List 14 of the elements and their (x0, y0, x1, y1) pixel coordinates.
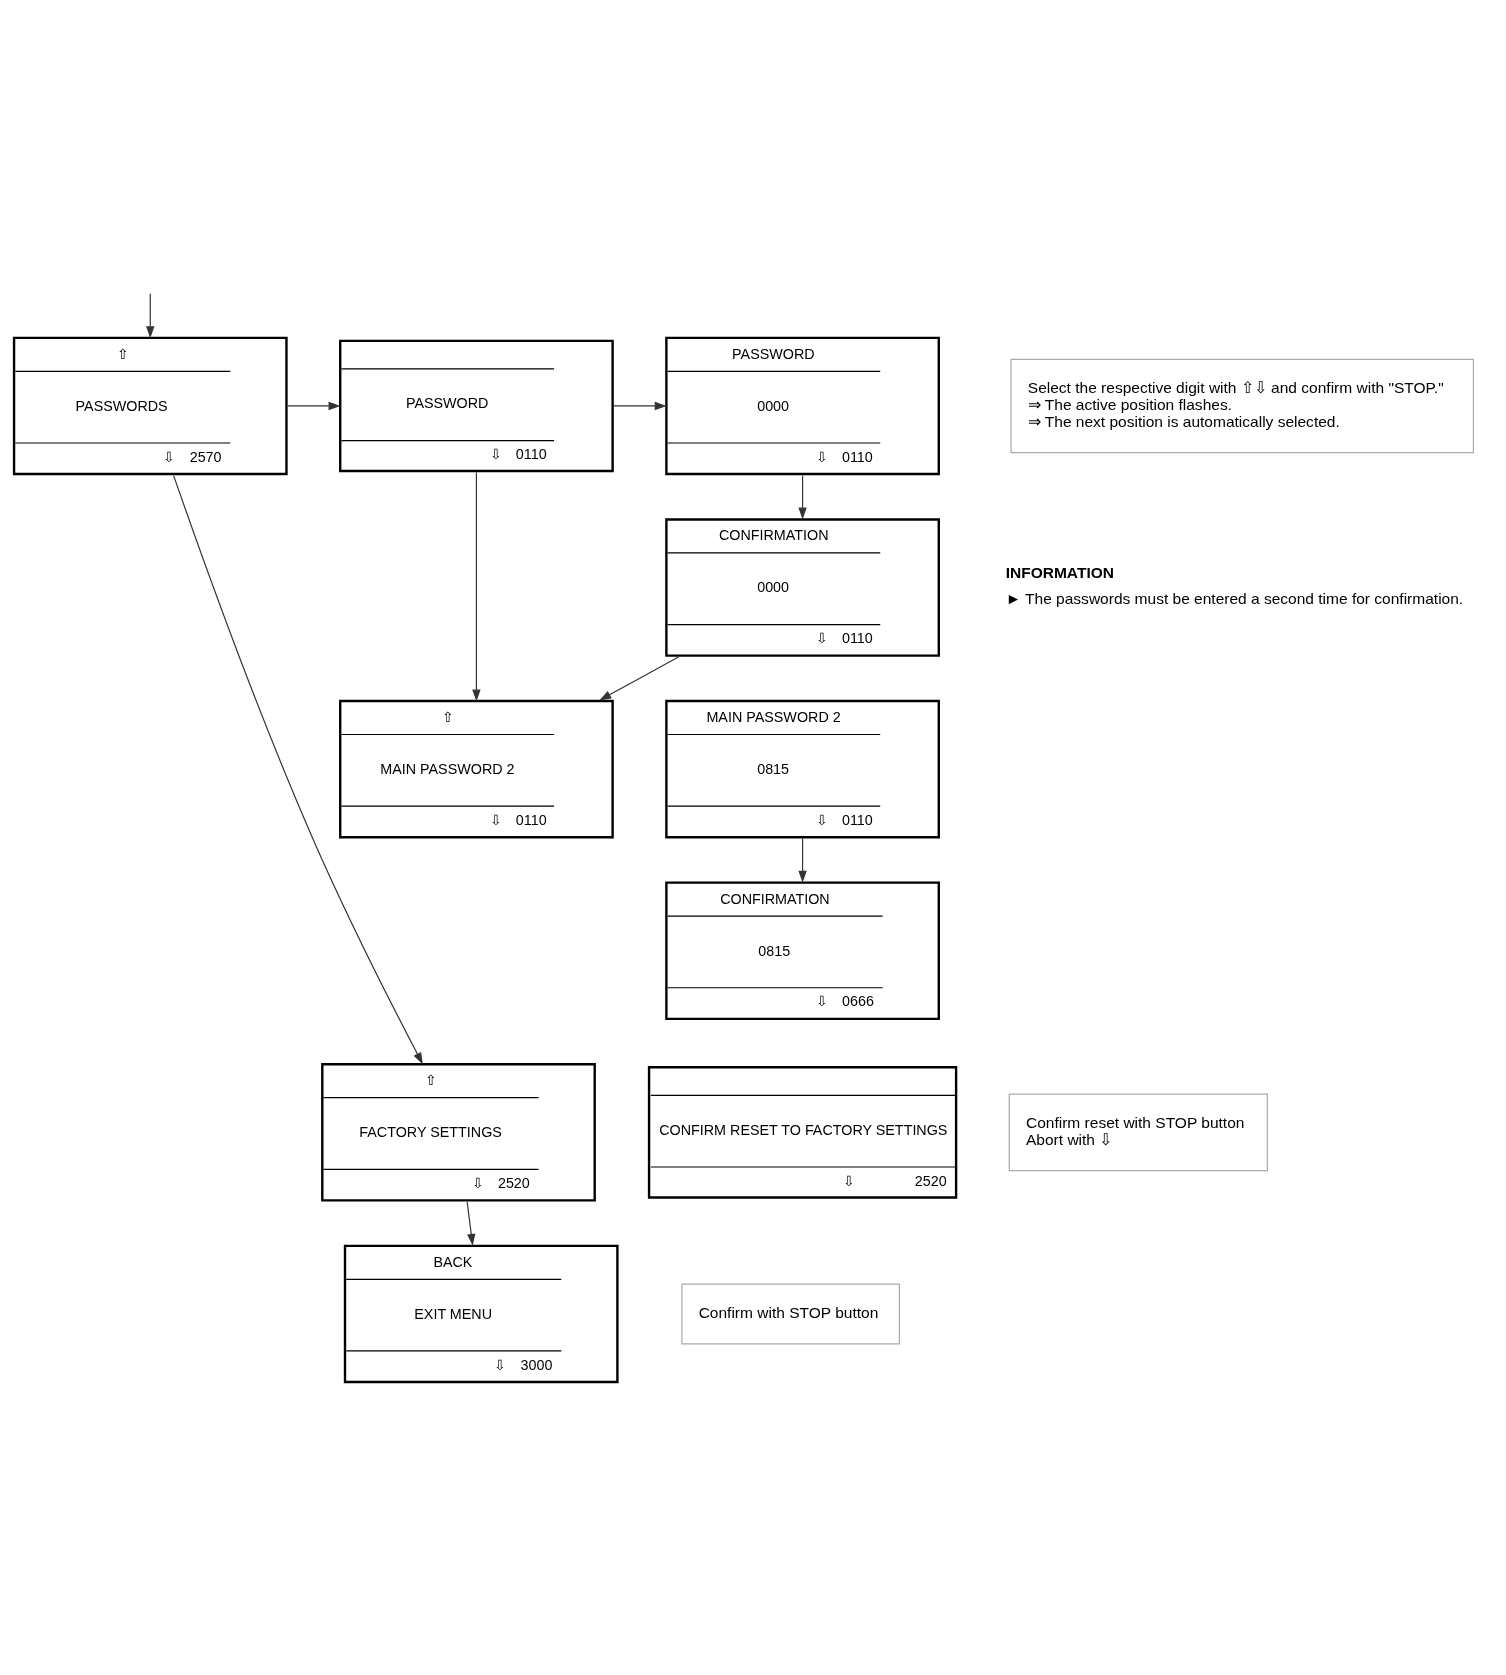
arrow (146, 292, 155, 338)
label: ► The passwords must be entered a second time for confirmation. (1005, 589, 1464, 607)
arrow (798, 474, 807, 519)
arrow (466, 1200, 476, 1246)
arrow (173, 474, 423, 1064)
arrow (287, 401, 341, 410)
arrow (599, 655, 679, 700)
arrow (613, 401, 667, 410)
label: INFORMATION (1005, 563, 1114, 581)
node-box: Select the respective digit with ⇧⇩ and confirm with "STOP." ⇒ The active position flashes. ⇒ The next position is automatically selected. (1010, 358, 1474, 453)
node-box: Confirm reset with STOP button Abort with ⇩ (1008, 1093, 1268, 1171)
arrow (798, 837, 807, 883)
node-box: Confirm with STOP button (681, 1282, 900, 1344)
arrow (472, 471, 481, 701)
